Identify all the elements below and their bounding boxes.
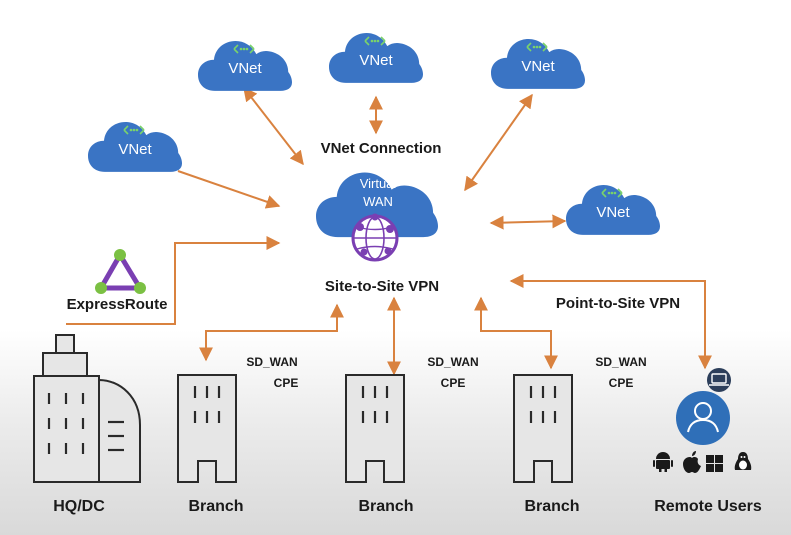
vnet-label: VNet: [359, 52, 393, 69]
connection-arrows: [66, 86, 712, 376]
expressroute-label: ExpressRoute: [67, 296, 168, 313]
cpe-label: CPE: [274, 376, 299, 390]
arrow-branch-1: [199, 303, 344, 362]
user-icon: [676, 391, 730, 445]
point-to-site-label: Point-to-Site VPN: [556, 295, 680, 312]
vnet-peering-icon: [364, 36, 386, 46]
expressroute-triangle-icon: [95, 249, 146, 294]
office-building-icon: [33, 334, 141, 483]
vnet-cloud-4: VNet: [88, 122, 182, 172]
sdwan-label: SD_WAN: [595, 355, 646, 369]
virtual-wan-hub: Virtual WAN: [316, 172, 438, 262]
vnet-cloud-2: VNet: [329, 33, 423, 83]
virtual-wan-line1: Virtual: [360, 176, 397, 191]
branch-label: Branch: [358, 498, 413, 515]
site-to-site-label: Site-to-Site VPN: [325, 278, 439, 295]
remote-users-label: Remote Users: [654, 498, 762, 515]
vnet-cloud-1: VNet: [198, 41, 292, 91]
windows-icon: [706, 455, 723, 472]
branch-building-icon: [345, 374, 405, 483]
sdwan-label: SD_WAN: [246, 355, 297, 369]
vnet-cloud-5: VNet: [566, 185, 660, 235]
vnet-connection-label: VNet Connection: [321, 140, 442, 157]
apple-icon: [683, 451, 701, 473]
vnet-label: VNet: [521, 58, 555, 75]
branch-building-icon: [177, 374, 237, 483]
arrow-vnet-top-right: [464, 93, 533, 192]
arrow-vnet-left: [177, 170, 281, 209]
vnet-peering-icon: [601, 188, 623, 198]
laptop-icon: [707, 368, 731, 392]
branch-label: Branch: [524, 498, 579, 515]
arrow-vnet-top-left: [243, 86, 304, 166]
arrow-remote-users: [509, 274, 712, 370]
android-icon: [653, 452, 673, 472]
arrow-vnet-right: [489, 214, 567, 230]
branch-building-icon: [513, 374, 573, 483]
vnet-peering-icon: [526, 42, 548, 52]
cpe-label: CPE: [609, 376, 634, 390]
vnet-cloud-3: VNet: [491, 39, 585, 89]
hq-dc-label: HQ/DC: [53, 498, 105, 515]
virtual-wan-line2: WAN: [363, 194, 393, 209]
sdwan-label: SD_WAN: [427, 355, 478, 369]
virtual-wan-globe-icon: [351, 213, 399, 262]
vnet-peering-icon: [233, 44, 255, 54]
arrow-expressroute: [66, 236, 281, 325]
arrow-branch-3: [474, 296, 558, 370]
vnet-peering-icon: [123, 125, 145, 135]
branch-label: Branch: [188, 498, 243, 515]
vnet-label: VNet: [118, 141, 152, 158]
vnet-label: VNet: [596, 204, 630, 221]
vnet-label: VNet: [228, 60, 262, 77]
cpe-label: CPE: [441, 376, 466, 390]
linux-icon: [734, 452, 752, 470]
